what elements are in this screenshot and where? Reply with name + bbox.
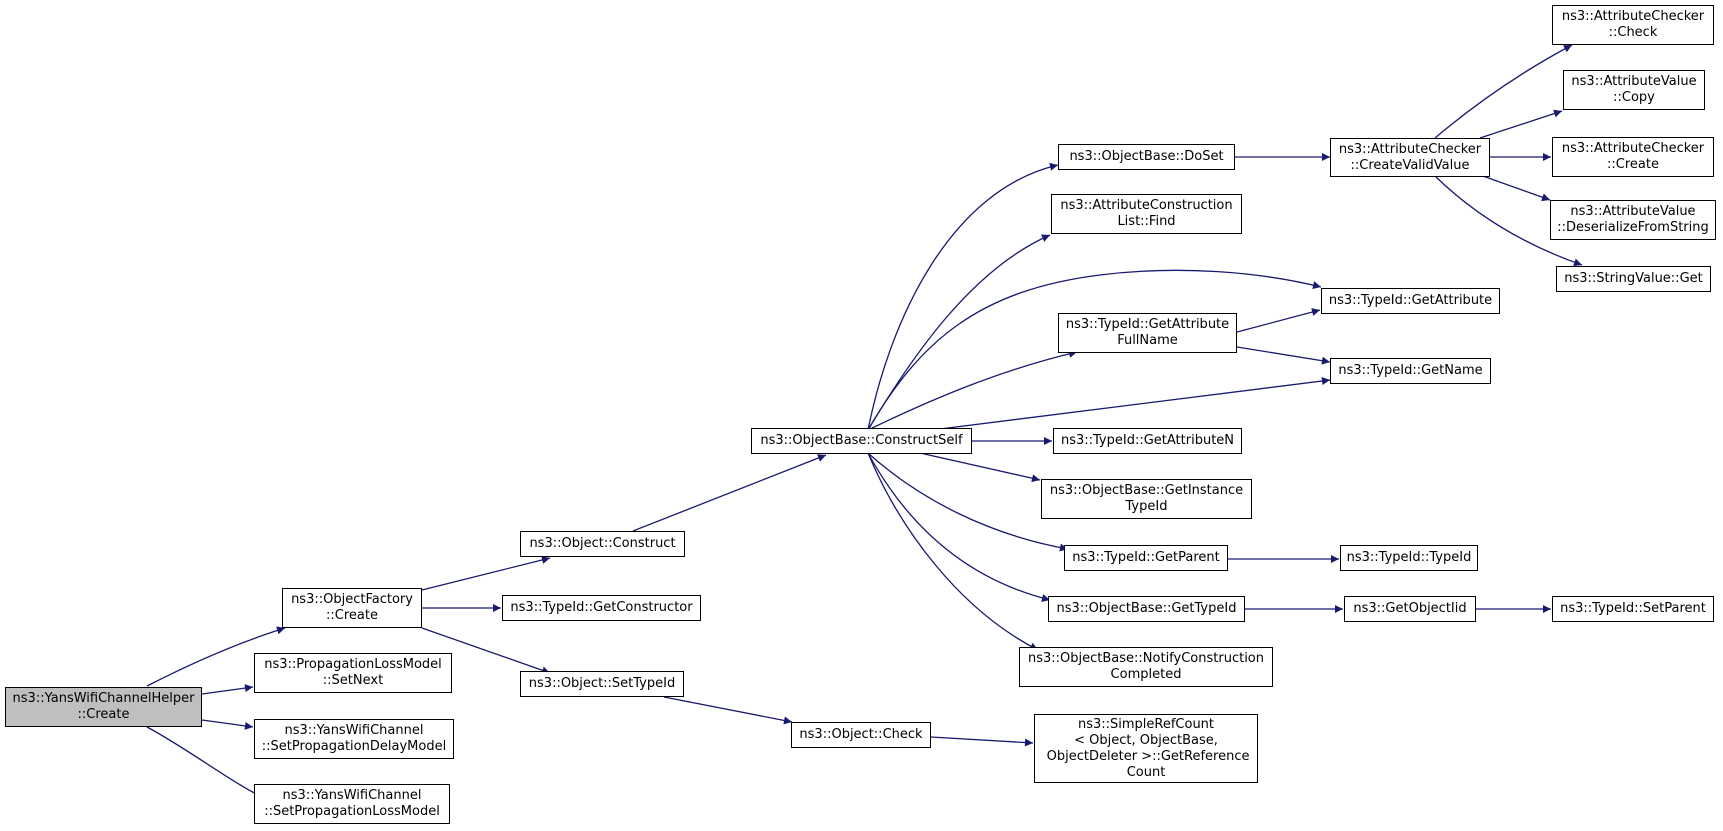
edge-construct-constructself <box>632 454 827 532</box>
edge-constructself-getparent <box>867 452 1069 552</box>
node-objectbase-gettypeid[interactable]: ns3::ObjectBase::GetTypeId <box>1048 596 1245 622</box>
node-getobjectiid[interactable]: ns3::GetObjectIid <box>1344 596 1476 622</box>
node-attributechecker-createvalidvalue[interactable]: ns3::AttributeChecker ::CreateValidValue <box>1330 138 1490 177</box>
node-typeid-typeid[interactable]: ns3::TypeId::TypeId <box>1340 545 1478 571</box>
node-propagationlossmodel-setnext[interactable]: ns3::PropagationLossModel ::SetNext <box>254 653 452 693</box>
edge-constructself-doset <box>867 162 1059 431</box>
node-objectfactory-create[interactable]: ns3::ObjectFactory ::Create <box>282 588 422 628</box>
node-objectbase-constructself[interactable]: ns3::ObjectBase::ConstructSelf <box>751 428 972 454</box>
node-simplerefcount-getreferencecount[interactable]: ns3::SimpleRefCount < Object, ObjectBase… <box>1034 714 1258 783</box>
node-attributechecker-create[interactable]: ns3::AttributeChecker ::Create <box>1552 137 1714 177</box>
edge-root-setpropagationdelaymodel <box>201 719 254 730</box>
edge-constructself-gettypeid <box>867 452 1051 602</box>
node-attributevalue-copy[interactable]: ns3::AttributeValue ::Copy <box>1563 70 1705 110</box>
edge-root-objectfactory-create <box>146 626 286 687</box>
edge-check-getreferencecount <box>930 736 1034 747</box>
node-yanswifichannel-setpropagationdelaymodel[interactable]: ns3::YansWifiChannel ::SetPropagationDel… <box>254 719 454 759</box>
node-objectbase-notifyconstructioncompleted[interactable]: ns3::ObjectBase::NotifyConstruction Comp… <box>1019 647 1273 687</box>
node-object-check[interactable]: ns3::Object::Check <box>791 722 931 748</box>
node-yanswifichannelhelper-create: ns3::YansWifiChannelHelper ::Create <box>5 687 202 727</box>
edge-constructself-getinstancetypeid <box>919 452 1041 483</box>
node-typeid-setparent[interactable]: ns3::TypeId::SetParent <box>1552 596 1714 622</box>
node-yanswifichannel-setpropagationlossmodel[interactable]: ns3::YansWifiChannel ::SetPropagationLos… <box>254 784 450 824</box>
edge-constructself-getname <box>931 377 1331 431</box>
node-typeid-getparent[interactable]: ns3::TypeId::GetParent <box>1064 545 1228 571</box>
edge-createvalid-copy <box>1479 109 1563 139</box>
node-attributevalue-deserializefromstring[interactable]: ns3::AttributeValue ::DeserializeFromStr… <box>1550 200 1716 240</box>
edge-fullname-getattribute <box>1236 308 1321 333</box>
edge-createvalid-stringvalue-get <box>1434 175 1583 267</box>
node-object-construct[interactable]: ns3::Object::Construct <box>520 531 685 557</box>
edge-createvalid-deserialize <box>1479 174 1551 202</box>
node-attributechecker-check[interactable]: ns3::AttributeChecker ::Check <box>1552 5 1714 45</box>
node-typeid-getattribute[interactable]: ns3::TypeId::GetAttribute <box>1321 288 1500 314</box>
edge-constructself-getattribute <box>867 269 1322 431</box>
edge-objectfactory-construct <box>421 556 551 591</box>
node-stringvalue-get[interactable]: ns3::StringValue::Get <box>1556 266 1711 292</box>
edge-createvalid-check <box>1434 44 1573 139</box>
edge-root-setnext <box>201 684 254 695</box>
node-attributeconstructionlist-find[interactable]: ns3::AttributeConstruction List::Find <box>1051 194 1242 234</box>
node-object-settypeid[interactable]: ns3::Object::SetTypeId <box>520 671 684 697</box>
edge-constructself-notifyconstruction <box>867 452 1039 651</box>
node-objectbase-getinstancetypeid[interactable]: ns3::ObjectBase::GetInstance TypeId <box>1041 479 1252 519</box>
node-typeid-getattributefullname[interactable]: ns3::TypeId::GetAttribute FullName <box>1058 313 1237 353</box>
edge-constructself-acl-find <box>867 234 1051 431</box>
node-typeid-getconstructor[interactable]: ns3::TypeId::GetConstructor <box>502 595 701 621</box>
node-objectbase-doset[interactable]: ns3::ObjectBase::DoSet <box>1058 144 1235 170</box>
edge-settypeid-check <box>663 696 793 725</box>
edge-constructself-getattributefullname <box>867 349 1078 431</box>
edge-root-setpropagationlossmodel <box>146 726 269 801</box>
edge-objectfactory-settypeid <box>421 627 551 675</box>
node-typeid-getname[interactable]: ns3::TypeId::GetName <box>1330 358 1491 384</box>
edge-fullname-getname <box>1236 346 1331 365</box>
node-typeid-getattributen[interactable]: ns3::TypeId::GetAttributeN <box>1053 428 1242 454</box>
